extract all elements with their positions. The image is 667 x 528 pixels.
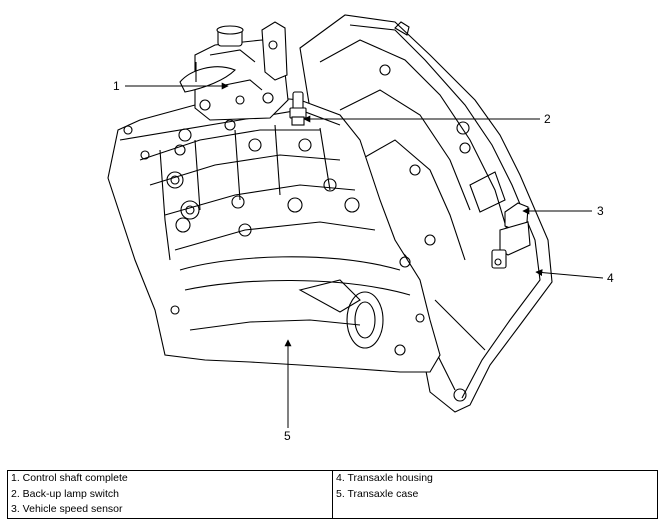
back-up-lamp-switch-drawing bbox=[289, 91, 307, 126]
callout-2: 2 bbox=[544, 112, 551, 126]
control-shaft-drawing bbox=[179, 21, 289, 121]
callout-5: 5 bbox=[284, 429, 291, 443]
legend-item-control-shaft: 1. Control shaft complete bbox=[11, 472, 128, 484]
transaxle-case-drawing bbox=[107, 94, 441, 373]
vehicle-speed-sensor-drawing bbox=[491, 202, 531, 269]
callout-1: 1 bbox=[113, 79, 120, 93]
legend-item-back-up-lamp-switch: 2. Back-up lamp switch bbox=[11, 487, 119, 500]
legend-row: 1. Control shaft complete 2. Back-up lam… bbox=[7, 470, 658, 519]
leader-line-4 bbox=[535, 269, 604, 279]
callout-4: 4 bbox=[607, 271, 614, 285]
callout-3: 3 bbox=[597, 204, 604, 218]
transaxle-housing-drawing bbox=[299, 14, 553, 413]
legend-item-transaxle-case: 5. Transaxle case bbox=[336, 487, 419, 500]
legend-right-column: 4. Transaxle housing 5. Transaxle case bbox=[332, 470, 658, 519]
legend-left-column: 1. Control shaft complete 2. Back-up lam… bbox=[7, 470, 333, 519]
transaxle-diagram: 1 2 3 4 5 bbox=[107, 14, 614, 443]
legend-item-vehicle-speed-sensor: 3. Vehicle speed sensor bbox=[11, 503, 123, 515]
parts-legend-table: 1. Control shaft complete 2. Back-up lam… bbox=[7, 470, 658, 519]
legend-item-transaxle-housing: 4. Transaxle housing bbox=[336, 472, 433, 484]
leader-lines bbox=[125, 82, 604, 428]
